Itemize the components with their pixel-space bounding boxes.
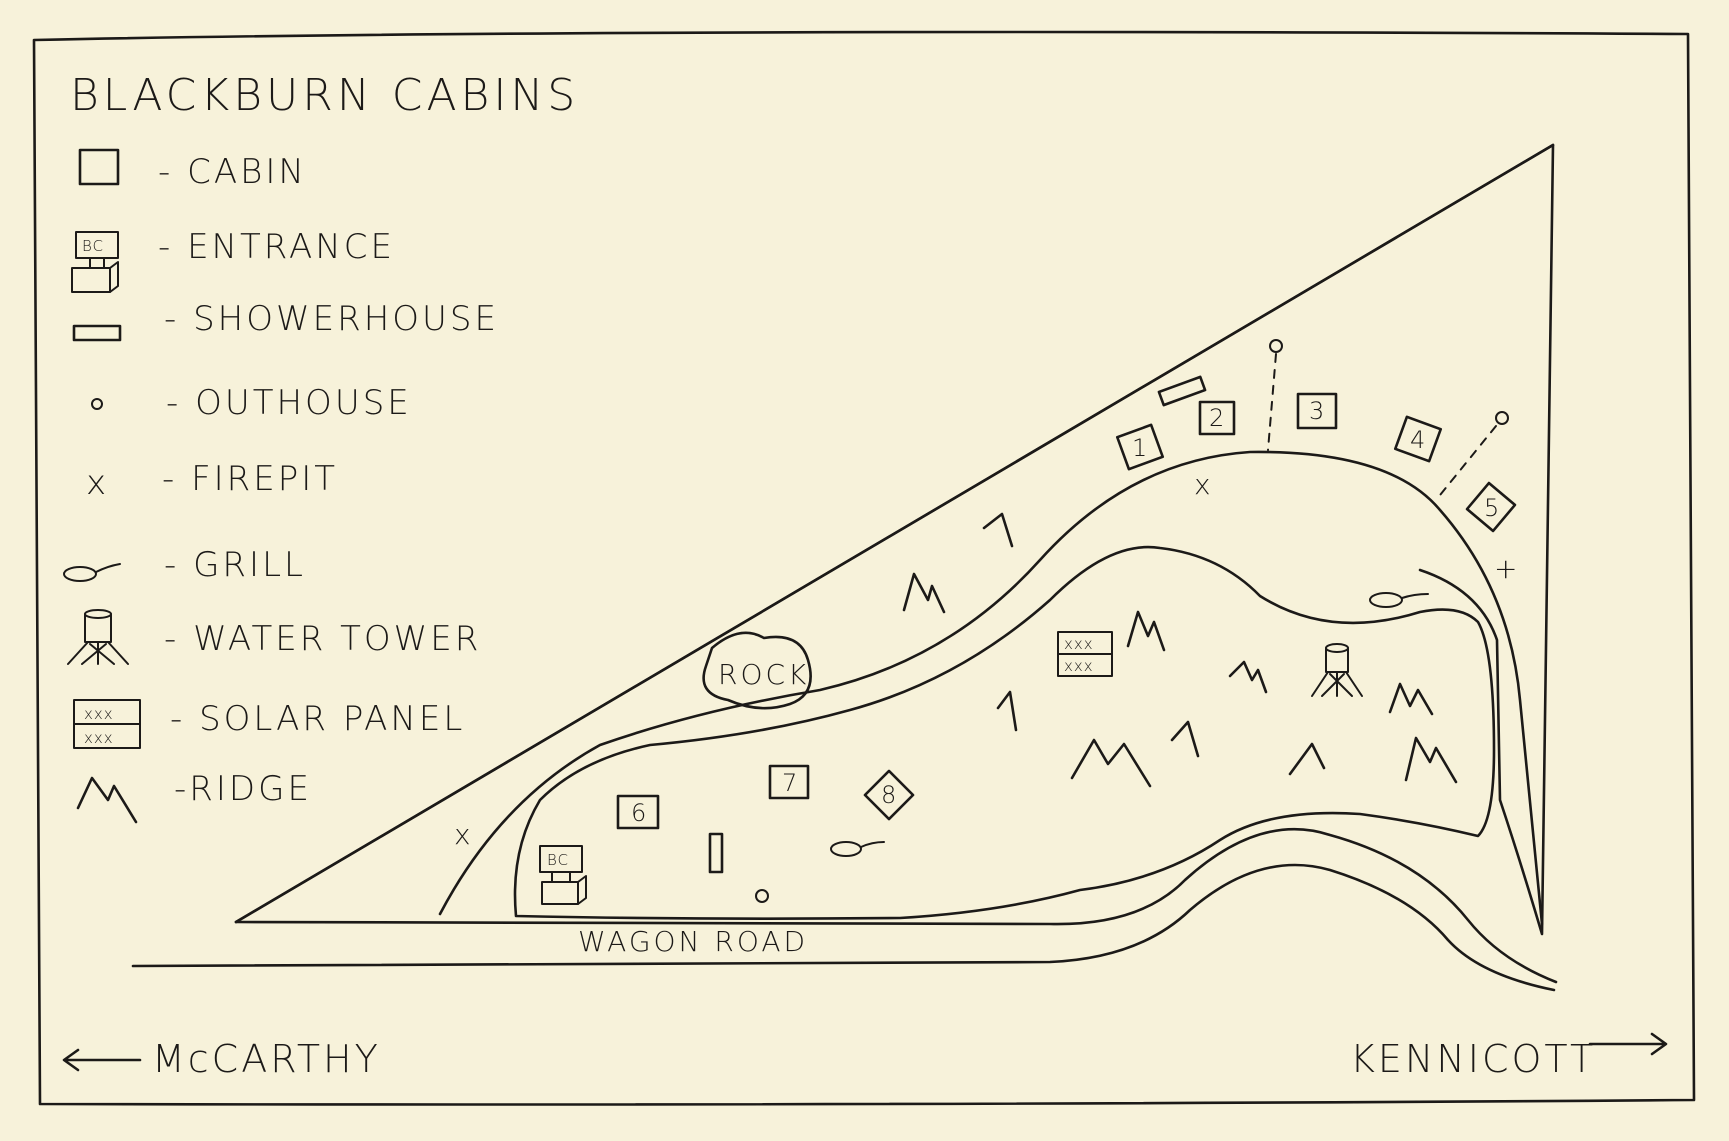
cabin-8-number: 8 [881,781,898,809]
showerhouse-symbol [1157,375,1207,407]
entrance-sign-icon: BC [71,231,119,293]
right-arrow-icon [1588,1032,1668,1056]
water-tower-icon [67,609,129,665]
legend: - CABIN BC - ENTRANCE - SHOWERHOUSE - OU… [63,148,499,824]
wagon-road [131,827,1558,992]
solar-marks-bottom: xxx [84,729,114,747]
grill-icon [63,563,121,582]
outhouse-icon [91,398,103,410]
entrance-sign-text: BC [82,237,104,255]
rock-label: ROCK [718,658,809,691]
grill-south [830,841,885,857]
cabin-5-number: 5 [1484,494,1501,522]
firepit-west: x [454,818,474,851]
left-arrow-icon [62,1048,142,1072]
legend-outhouse-label: - OUTHOUSE [166,383,412,423]
cabin-1: 1 [1115,423,1165,471]
firepit-icon: x [86,463,109,503]
ridge-6 [1070,738,1152,788]
cabin-5: 5 [1465,481,1517,533]
ridge-7 [1170,720,1200,758]
property-boundary [234,143,1555,936]
ridge-icon [76,776,138,824]
cabin-2-number: 2 [1209,404,1226,432]
outhouse-east [1435,411,1509,501]
inner-loop-trail [513,545,1496,920]
ridge-10 [1404,736,1458,784]
solar-panel-icon: xxx xxx [73,699,141,749]
ridge-8 [1288,742,1326,776]
cabin-1-number: 1 [1132,434,1149,462]
cabin-3: 3 [1296,392,1338,430]
legend-ridge-label: -RIDGE [174,769,312,809]
solar-map-marks-top: xxx [1064,635,1094,653]
ridges [902,512,1458,788]
cabin-4: 4 [1393,415,1443,463]
solar-panel-map: xxx xxx [1057,631,1113,677]
cabin-7: 7 [768,764,810,800]
ridge-4 [1228,660,1268,694]
entrance-sign-map: BC [539,845,587,905]
entrance-map-text: BC [547,851,569,869]
firepit-north: x [1194,468,1214,501]
outhouse-south [755,889,769,903]
legend-cabin-label: - CABIN [158,152,307,192]
property-line-top [234,143,1555,924]
showerhouse-south [708,832,724,874]
solar-marks-top: xxx [84,705,114,723]
outhouse-north [1267,339,1283,451]
ridge-5 [996,690,1018,732]
cabin-3-number: 3 [1309,397,1326,425]
legend-solar-panel-label: - SOLAR PANEL [170,699,465,739]
ridge-3 [1126,610,1166,652]
cabin-4-number: 4 [1410,426,1427,454]
cabin-2: 2 [1198,400,1236,436]
solar-map-marks-bottom: xxx [1064,657,1094,675]
ridge-9 [1388,682,1434,716]
grill-east [1369,592,1429,608]
direction-left: McCARTHY [62,1037,381,1081]
map-border [32,30,1696,1106]
firepit-east: + [1494,552,1520,585]
legend-water-tower-label: - WATER TOWER [164,619,481,659]
direction-right: KENNICOTT [1350,1032,1668,1081]
cabin-6-number: 6 [631,799,648,827]
ridge-2 [902,572,946,614]
cabin-icon [78,148,120,186]
ridge-1 [982,512,1014,548]
cabin-7-number: 7 [782,769,799,797]
kennicott-label: KENNICOTT [1350,1037,1596,1081]
rock-outline [702,631,812,710]
map-title: BLACKBURN CABINS [70,70,579,121]
showerhouse-icon [72,324,122,342]
mccarthy-label: McCARTHY [152,1037,381,1081]
water-tower-map [1311,643,1363,697]
cabin-6: 6 [616,794,660,830]
outer-loop-trail [438,450,1544,926]
legend-grill-label: - GRILL [164,545,306,585]
legend-showerhouse-label: - SHOWERHOUSE [164,299,499,339]
wagon-road-label: WAGON ROAD [578,925,808,958]
legend-firepit-label: - FIREPIT [162,459,338,499]
cabin-8: 8 [863,769,915,821]
legend-entrance-label: - ENTRANCE [158,227,395,267]
